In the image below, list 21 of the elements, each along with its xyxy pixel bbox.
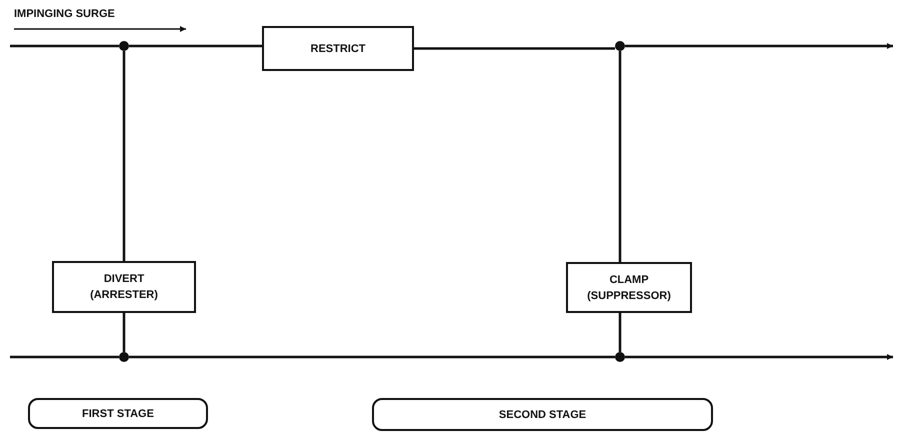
arrow — [625, 354, 893, 360]
stage-box: FIRST STAGE — [28, 398, 208, 429]
connector-line — [129, 356, 615, 358]
connector-line — [10, 356, 119, 358]
junction-dot — [615, 41, 625, 51]
stage-box: SECOND STAGE — [372, 398, 713, 431]
connector-line — [10, 44, 119, 48]
junction-dot — [119, 41, 129, 51]
connector-line — [414, 47, 615, 50]
connector-line — [618, 51, 622, 262]
junction-dot — [615, 352, 625, 362]
process-box: CLAMP (SUPPRESSOR) — [566, 262, 692, 313]
connector-line — [122, 313, 126, 352]
connector-line — [122, 51, 126, 261]
junction-dot — [119, 352, 129, 362]
connector-line — [618, 313, 622, 352]
signal-label: IMPINGING SURGE — [14, 8, 115, 20]
process-box: RESTRICT — [262, 26, 414, 71]
connector-line — [129, 44, 262, 48]
arrow — [625, 43, 893, 49]
process-box: DIVERT (ARRESTER) — [52, 261, 196, 313]
